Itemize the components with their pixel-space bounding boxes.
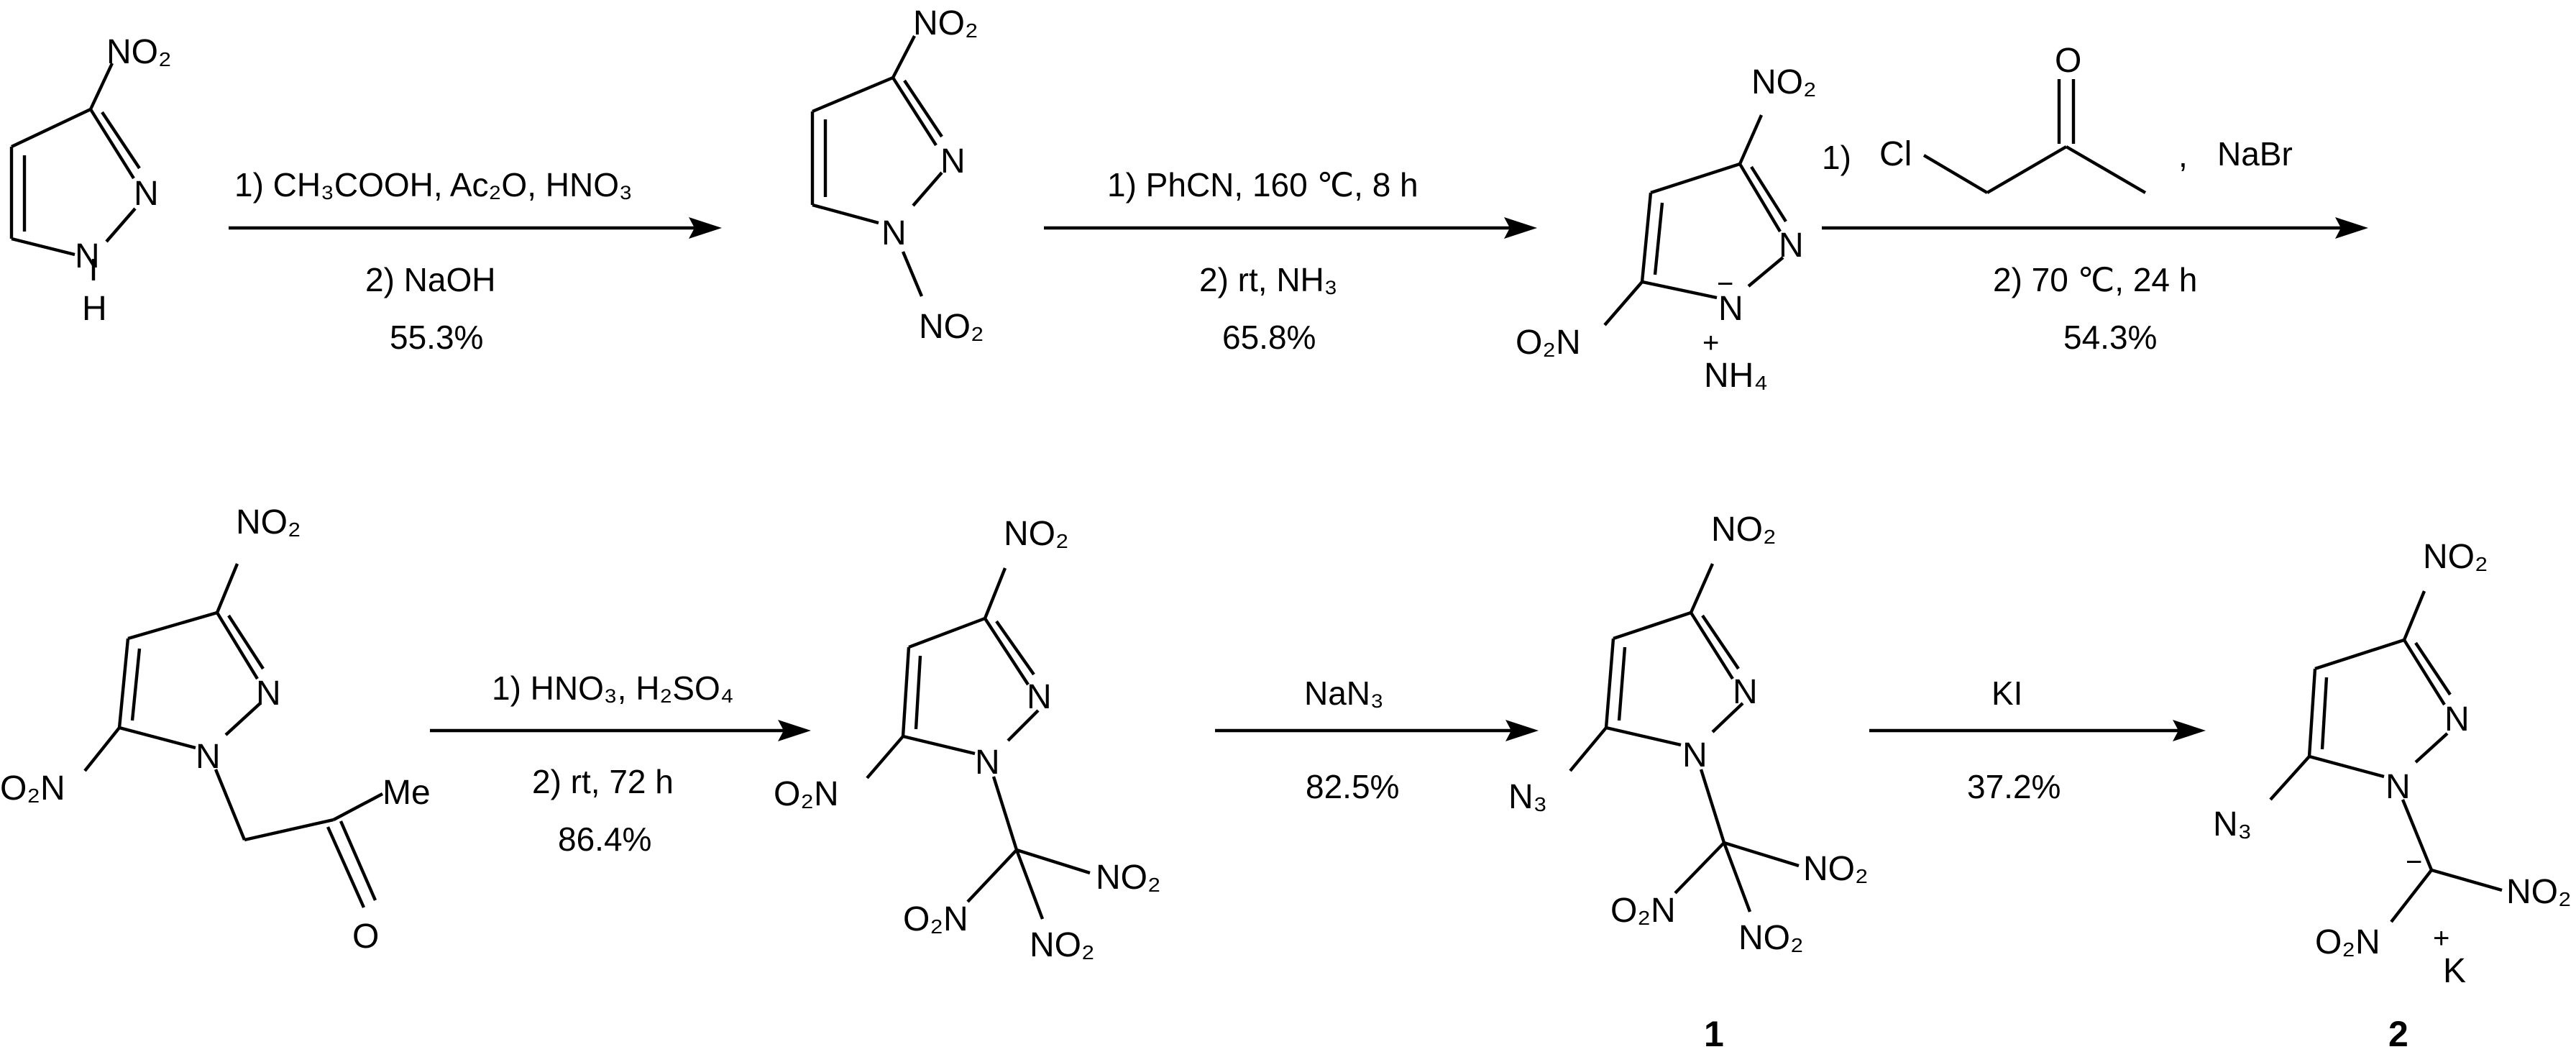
step4-yield: 86.4% (558, 820, 651, 858)
atom-no2: NO₂ (2506, 873, 2572, 911)
atom-no2: NO₂ (1004, 515, 1069, 553)
atom-no2: NO₂ (1030, 926, 1095, 964)
molecule-acetonyl-dinitropyrazole: NO₂ N N O₂N Me O (0, 503, 431, 956)
step4-conditions: 1) HNO₃, H₂SO₄ (492, 669, 734, 707)
atom-n: N (975, 744, 1000, 782)
molecule-compound-2: NO₂ N N N₃ − NO₂ O₂N + K 2 (2213, 538, 2572, 1052)
atom-o2n: O₂N (774, 775, 839, 813)
atom-no2: NO₂ (1751, 63, 1817, 101)
step5-yield: 82.5% (1306, 768, 1399, 805)
atom-o2n: O₂N (1610, 892, 1676, 930)
step6-yield: 37.2% (1967, 768, 2061, 805)
step1-conditions-2: 2) NaOH (365, 261, 495, 298)
reaction-step-6: KI 37.2% (1869, 674, 2206, 805)
step3-reagent: NaBr (2217, 135, 2293, 173)
step3-prefix: 1) (1822, 139, 1851, 176)
atom-n: N (2385, 768, 2411, 806)
atom-no2: NO₂ (1711, 511, 1777, 549)
step3-conditions-2: 2) 70 ℃, 24 h (1993, 261, 2197, 298)
reaction-step-3: 1) Cl O , NaBr 2) 70 ℃, 24 h 54.3% (1822, 42, 2368, 356)
step4-conditions-2: 2) rt, 72 h (532, 763, 674, 800)
atom-n: N (1027, 678, 1052, 716)
reaction-step-2: 1) PhCN, 160 ℃, 8 h 2) rt, NH₃ 65.8% (1044, 166, 1537, 356)
step2-conditions: 1) PhCN, 160 ℃, 8 h (1107, 166, 1418, 203)
step3-yield: 54.3% (2063, 319, 2157, 356)
atom-n: N (134, 175, 159, 213)
atom-n: N (2444, 700, 2470, 738)
atom-o2n: O₂N (903, 900, 968, 938)
step3-comma: , (2178, 137, 2188, 174)
step2-conditions-2: 2) rt, NH₃ (1199, 261, 1338, 298)
step1-yield: 55.3% (390, 319, 483, 356)
atom-no2: NO₂ (2423, 538, 2488, 576)
step5-conditions: NaN₃ (1304, 674, 1384, 712)
reaction-step-5: NaN₃ 82.5% (1215, 674, 1539, 805)
atom-no2: NO₂ (919, 308, 984, 346)
atom-n: N (1682, 736, 1708, 774)
atom-o2n: O₂N (0, 769, 65, 808)
atom-o2n: O₂N (1516, 324, 1581, 362)
atom-no2: NO₂ (236, 503, 301, 541)
atom-o2n: O₂N (2315, 923, 2380, 961)
molecule-compound-1: NO₂ N N N₃ NO₂ O₂N NO₂ 1 (1508, 511, 1869, 1052)
reaction-step-1: 1) CH₃COOH, Ac₂O, HNO₃ 2) NaOH 55.3% (229, 166, 722, 356)
atom-o: O (2055, 42, 2081, 80)
negative-charge: − (2406, 846, 2422, 878)
molecule-ammonium-dinitropyrazolate: NO₂ N − N + NH₄ O₂N (1516, 63, 1817, 395)
atom-o: O (352, 918, 379, 956)
atom-n: N (196, 738, 221, 776)
methyl-group: Me (382, 774, 431, 812)
atom-n: N (1733, 673, 1758, 711)
step2-yield: 65.8% (1222, 319, 1316, 356)
atom-no2: NO₂ (913, 4, 978, 42)
compound-label-2: 2 (2388, 1014, 2408, 1052)
azide-group: N₃ (1508, 778, 1547, 816)
step1-conditions: 1) CH₃COOH, Ac₂O, HNO₃ (234, 166, 633, 203)
azide-group: N₃ (2213, 805, 2252, 843)
ammonium-cation: NH₄ (1704, 357, 1768, 395)
atom-n: N (1779, 227, 1804, 265)
atom-h: H (82, 290, 107, 328)
compound-label-1: 1 (1704, 1014, 1724, 1052)
potassium-cation: K (2443, 952, 2466, 990)
molecule-1-3-dinitropyrazole: NO₂ N N NO₂ (810, 4, 984, 346)
negative-charge: − (1717, 268, 1733, 300)
positive-charge: + (2433, 923, 2449, 954)
atom-n: N (75, 237, 100, 275)
atom-no2: NO₂ (1738, 919, 1804, 957)
reaction-step-4: 1) HNO₃, H₂SO₄ 2) rt, 72 h 86.4% (430, 669, 811, 858)
atom-n: N (940, 142, 966, 180)
atom-n: N (256, 674, 281, 713)
atom-no2: NO₂ (106, 33, 172, 71)
atom-n: N (881, 214, 907, 252)
atom-n: N (1718, 290, 1743, 328)
positive-charge: + (1702, 327, 1719, 359)
atom-cl: Cl (1879, 135, 1912, 173)
atom-no2: NO₂ (1803, 850, 1869, 888)
molecule-trinitromethyl-dinitropyrazole: NO₂ N N O₂N NO₂ O₂N NO₂ (774, 515, 1161, 964)
molecule-3-nitropyrazole: NO₂ N N H (9, 33, 172, 328)
step6-conditions: KI (1991, 674, 2022, 712)
atom-no2: NO₂ (1096, 859, 1161, 897)
